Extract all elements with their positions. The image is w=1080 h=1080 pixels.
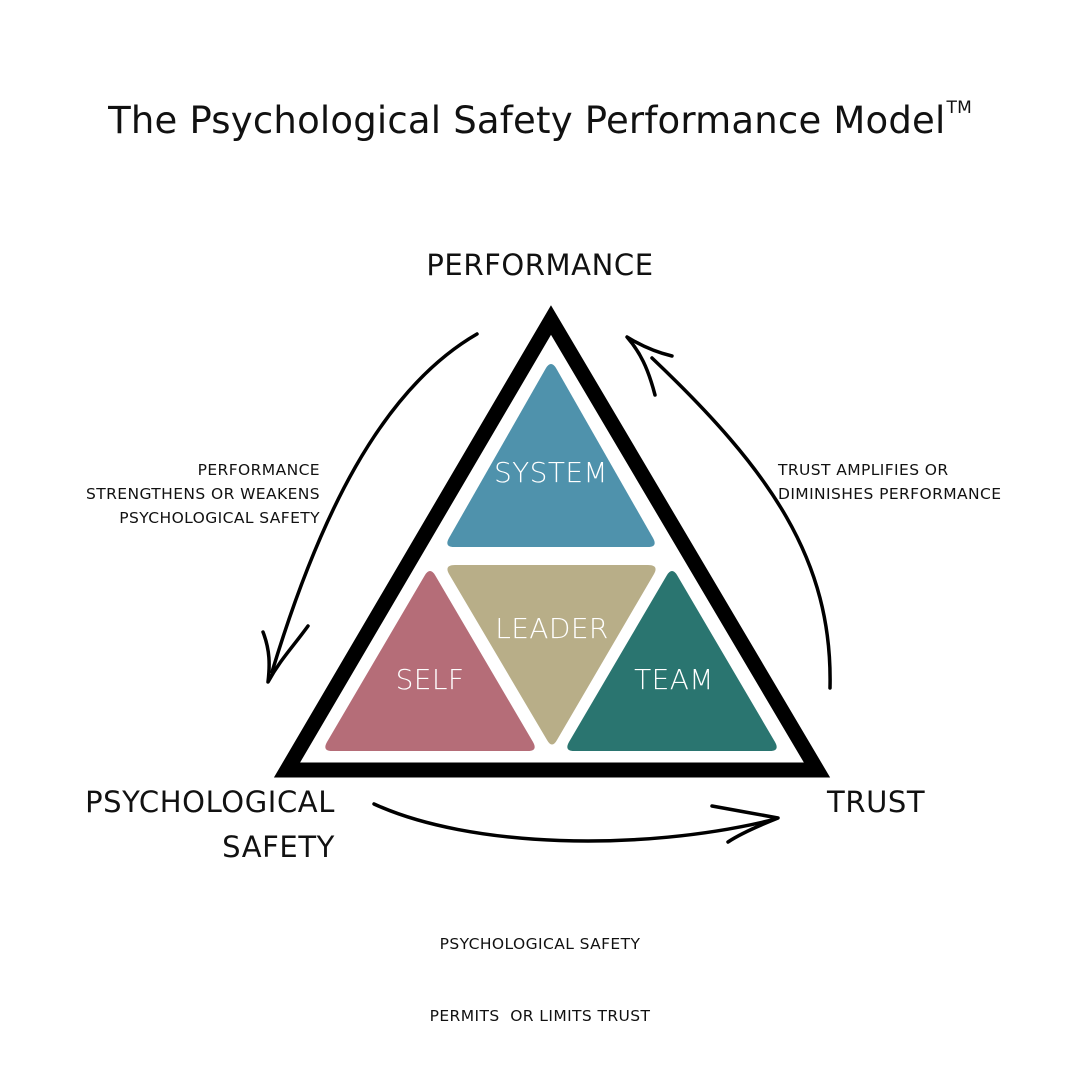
bottom-cycle-arrow bbox=[372, 802, 774, 843]
relation-caption-left-line3: PSYCHOLOGICAL SAFETY bbox=[119, 509, 320, 527]
title-text: The Psychological Safety Performance Mod… bbox=[108, 99, 946, 142]
relation-caption-right: TRUST AMPLIFIES OR DIMINISHES PERFORMANC… bbox=[778, 458, 1001, 506]
segment-label-system: SYSTEM bbox=[493, 456, 608, 489]
relation-caption-bottom-line2: PERMITS OR LIMITS TRUST bbox=[429, 1007, 651, 1025]
bottom-arrowhead-icon bbox=[710, 804, 780, 844]
vertex-label-psychological-safety: PSYCHOLOGICAL SAFETY bbox=[20, 780, 335, 870]
relation-caption-left-line2: STRENGTHENS OR WEAKENS bbox=[85, 485, 320, 503]
self-triangle bbox=[325, 571, 535, 751]
leader-triangle bbox=[447, 565, 656, 745]
vertex-label-psychological-safety-line2: SAFETY bbox=[222, 830, 335, 864]
left-cycle-arrow bbox=[270, 332, 479, 674]
right-cycle-arrow bbox=[650, 356, 832, 690]
trademark-mark: TM bbox=[946, 98, 972, 118]
vertex-label-trust: TRUST bbox=[827, 785, 926, 819]
outer-triangle bbox=[273, 305, 831, 778]
team-triangle bbox=[567, 571, 777, 751]
left-arrowhead-icon bbox=[261, 624, 310, 684]
relation-caption-left: PERFORMANCE STRENGTHENS OR WEAKENS PSYCH… bbox=[20, 458, 320, 530]
system-triangle bbox=[447, 364, 655, 547]
segment-label-team: TEAM bbox=[634, 663, 714, 696]
segment-label-self: SELF bbox=[395, 663, 465, 696]
vertex-label-performance: PERFORMANCE bbox=[426, 248, 654, 282]
relation-caption-right-line2: DIMINISHES PERFORMANCE bbox=[778, 485, 1002, 503]
segment-label-leader: LEADER bbox=[495, 612, 609, 645]
relation-caption-right-line1: TRUST AMPLIFIES OR bbox=[778, 461, 949, 479]
vertex-label-psychological-safety-line1: PSYCHOLOGICAL bbox=[85, 785, 335, 819]
relation-caption-left-line1: PERFORMANCE bbox=[197, 461, 320, 479]
relation-caption-bottom: PSYCHOLOGICAL SAFETY PERMITS OR LIMITS T… bbox=[380, 884, 700, 1076]
relation-caption-bottom-line1: PSYCHOLOGICAL SAFETY bbox=[439, 935, 641, 953]
page-title: The Psychological Safety Performance Mod… bbox=[0, 98, 1080, 142]
right-arrowhead-icon bbox=[625, 335, 674, 397]
